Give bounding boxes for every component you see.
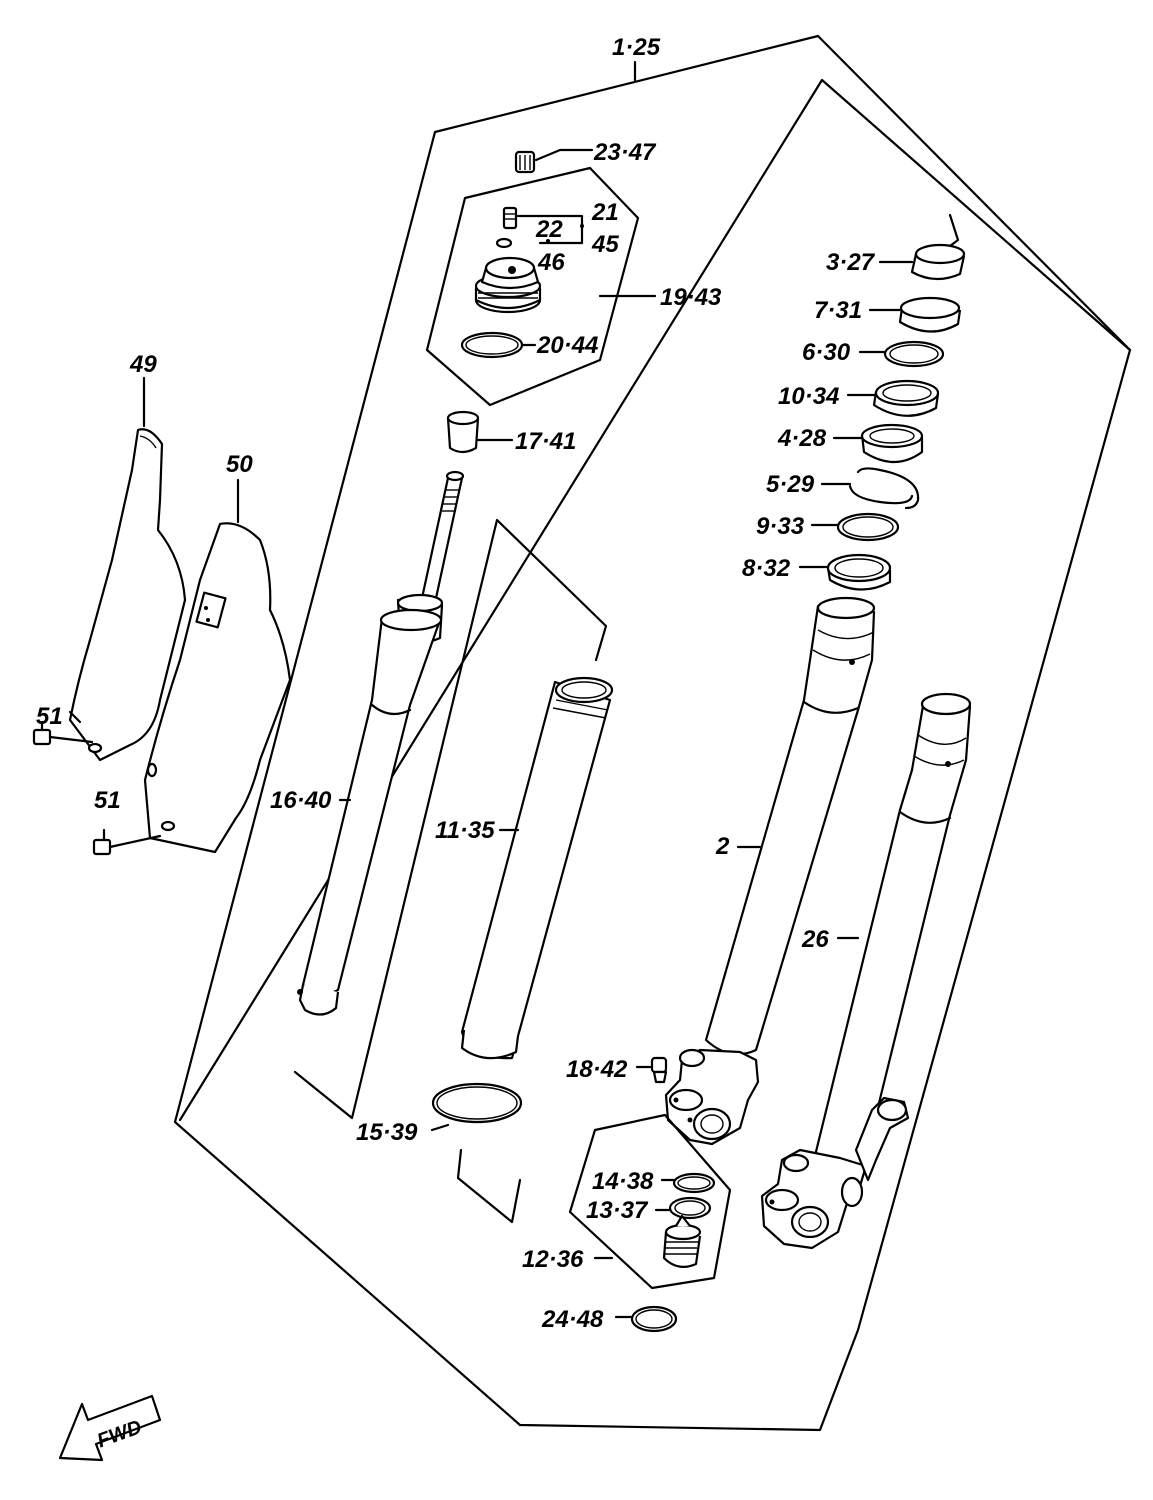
bolt-51-upper-part bbox=[32, 720, 94, 746]
label-13-37: 13·37 bbox=[586, 1197, 649, 1224]
label-11-35: 11·35 bbox=[435, 817, 495, 844]
label-46: 46 bbox=[537, 249, 565, 276]
damper-cartridge-part bbox=[297, 470, 465, 1016]
label-18-42: 18·42 bbox=[566, 1056, 628, 1083]
label-19-43: 19·43 bbox=[660, 284, 722, 311]
label-9-33: 9·33 bbox=[756, 513, 805, 540]
label-5-29: 5·29 bbox=[766, 471, 815, 498]
label-4-28: 4·28 bbox=[777, 425, 827, 452]
label-24-48: 24·48 bbox=[541, 1306, 604, 1333]
label-21: 21 bbox=[591, 199, 619, 226]
label-1-25: 1·25 bbox=[612, 34, 661, 61]
outer-tube-subassembly bbox=[293, 518, 614, 1224]
label-50: 50 bbox=[226, 451, 253, 478]
label-23-47: 23·47 bbox=[593, 139, 657, 166]
drain-bolt-part bbox=[635, 1056, 668, 1084]
label-26: 26 bbox=[801, 926, 829, 953]
fork-cap-subassembly-box bbox=[425, 166, 657, 407]
label-49: 49 bbox=[129, 351, 157, 378]
seal-stack bbox=[798, 243, 966, 591]
assembly-frame bbox=[173, 34, 1132, 1432]
part-labels: 1·25 23·47 21 22 45 46 19·43 20·44 17·41… bbox=[36, 34, 876, 1333]
label-15-39: 15·39 bbox=[356, 1119, 418, 1146]
spacer-collar-part bbox=[446, 410, 514, 454]
label-10-34: 10·34 bbox=[778, 383, 839, 410]
label-20-44: 20·44 bbox=[536, 332, 598, 359]
label-12-36: 12·36 bbox=[522, 1246, 584, 1273]
label-2: 2 bbox=[715, 833, 730, 860]
label-3-27: 3·27 bbox=[826, 249, 876, 276]
label-51-upper: 51 bbox=[36, 703, 63, 730]
label-8-32: 8·32 bbox=[742, 555, 791, 582]
label-7-31: 7·31 bbox=[814, 297, 862, 324]
air-valve-cap-part bbox=[514, 148, 594, 174]
o-ring-15-part bbox=[430, 1082, 523, 1132]
inner-tube-part bbox=[664, 596, 876, 1146]
inner-tube-right-part bbox=[760, 692, 972, 1250]
label-6-30: 6·30 bbox=[802, 339, 851, 366]
bolt-51-lower-part bbox=[92, 828, 162, 856]
fork-guard-left-part bbox=[68, 376, 187, 762]
label-22: 22 bbox=[535, 216, 563, 243]
label-17-41: 17·41 bbox=[515, 428, 576, 455]
o-ring-24-part bbox=[614, 1305, 678, 1333]
label-14-38: 14·38 bbox=[592, 1168, 654, 1195]
label-16-40: 16·40 bbox=[270, 787, 332, 814]
fork-guard-right-part bbox=[143, 478, 292, 854]
label-51-lower: 51 bbox=[94, 787, 121, 814]
forward-direction-arrow-icon: FWD bbox=[58, 1394, 162, 1462]
base-valve-subassembly-box bbox=[568, 1113, 732, 1290]
label-45: 45 bbox=[591, 231, 619, 258]
